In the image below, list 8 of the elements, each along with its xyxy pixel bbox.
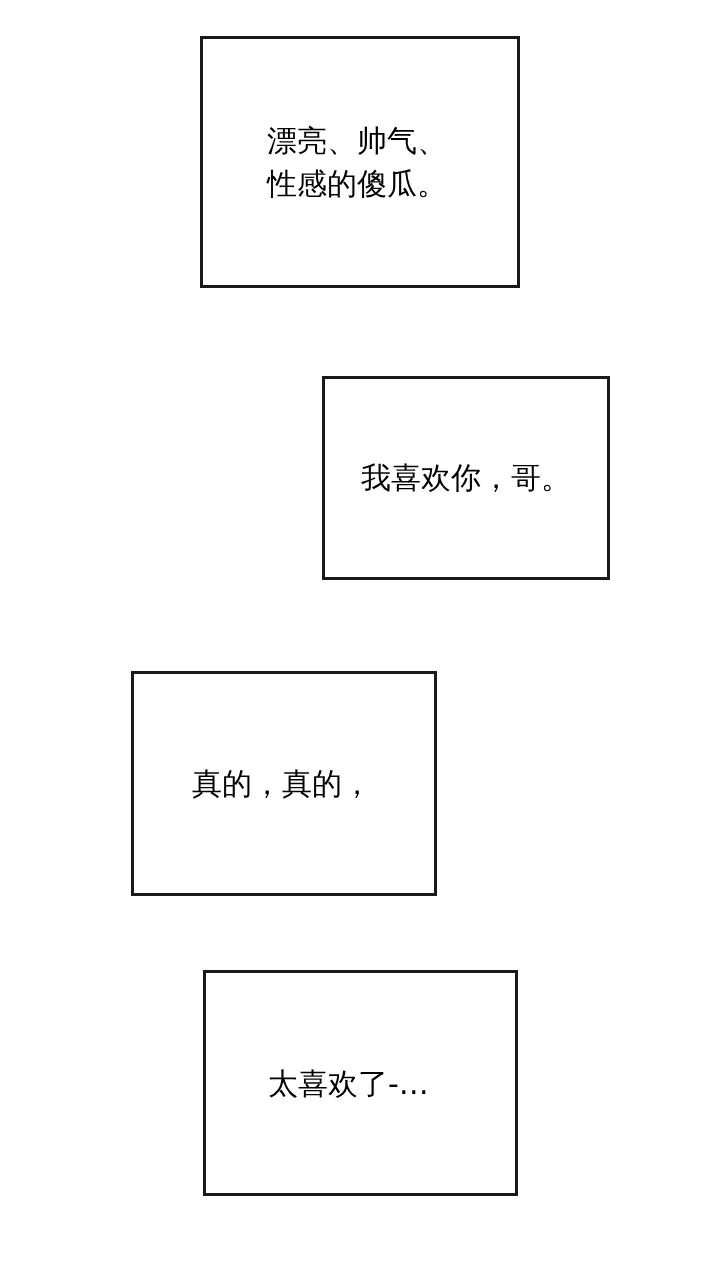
caption-box — [200, 36, 520, 288]
caption-box — [131, 671, 437, 896]
caption-text: 真的，真的， — [192, 764, 372, 803]
caption-box — [203, 970, 518, 1196]
caption-text: 我喜欢你，哥。 — [361, 459, 571, 498]
caption-box — [322, 376, 610, 580]
caption-text: 太喜欢了-… — [268, 1065, 429, 1104]
caption-text: 漂亮、帅气、性感的傻瓜。 — [267, 121, 448, 203]
